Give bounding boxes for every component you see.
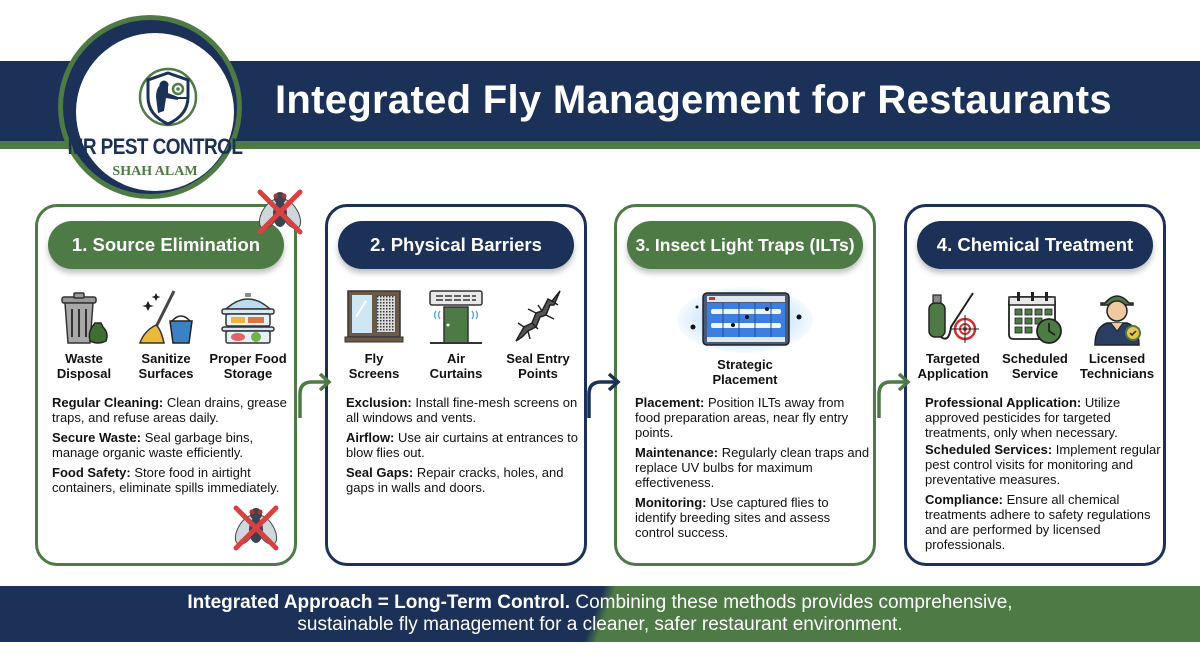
calendar-clock-icon	[1008, 292, 1062, 344]
technician-badge-icon	[1094, 295, 1141, 346]
point-secure-waste: Secure Waste: Seal garbage bins, manage …	[52, 430, 254, 460]
logo-company-name: MR PEST CONTROL	[67, 135, 243, 160]
page-title: Integrated Fly Management for Restaurant…	[275, 78, 1112, 122]
uv-light-trap-icon	[677, 287, 813, 353]
footer-headline: Integrated Approach = Long-Term Control.	[187, 592, 571, 613]
card-title-chemical-treatment: 4. Chemical Treatment	[917, 221, 1153, 269]
card-body-text: Placement: Position ILTs away from food …	[635, 395, 871, 545]
crossed-out-fly-icon	[233, 505, 279, 551]
mop-bucket-icon	[138, 290, 193, 344]
point-professional-application: Professional Application: Utilize approv…	[925, 395, 1121, 440]
point-monitoring: Monitoring: Use captured flies to identi…	[635, 495, 831, 540]
curved-arrow-right-icon	[298, 372, 332, 418]
point-regular-cleaning: Regular Cleaning: Clean drains, grease t…	[52, 395, 287, 425]
wall-crack-icon	[515, 290, 561, 342]
card-body-text: Exclusion: Install fine-mesh screens on …	[346, 395, 582, 500]
logo-ring: MR PEST CONTROL SHAH ALAM	[63, 20, 243, 194]
point-placement: Placement: Position ILTs away from food …	[635, 395, 849, 440]
curved-arrow-right-icon	[877, 372, 911, 418]
footer-message: Integrated Approach = Long-Term Control.…	[0, 592, 1200, 636]
food-container-icon	[221, 293, 275, 344]
curved-arrow-right-icon	[587, 372, 621, 418]
sprayer-target-icon	[928, 292, 979, 343]
shield-exterminator-gear-icon	[138, 67, 198, 127]
point-seal-gaps: Seal Gaps: Repair cracks, holes, and gap…	[346, 465, 564, 495]
footer-text-line1: Combining these methods provides compreh…	[570, 592, 1013, 613]
card-title-source-elimination: 1. Source Elimination	[48, 221, 284, 269]
footer-text-line2: sustainable fly management for a cleaner…	[297, 614, 903, 635]
trash-bin-icon	[61, 292, 108, 344]
point-maintenance: Maintenance: Regularly clean traps and r…	[635, 445, 870, 490]
company-logo: MR PEST CONTROL SHAH ALAM	[58, 15, 243, 199]
crossed-out-fly-icon	[257, 189, 303, 235]
card-body-text: Professional Application: Utilize approv…	[925, 395, 1165, 557]
logo-inner: MR PEST CONTROL SHAH ALAM	[68, 33, 243, 191]
card-body-text: Regular Cleaning: Clean drains, grease t…	[52, 395, 288, 500]
card-title-physical-barriers: 2. Physical Barriers	[338, 221, 574, 269]
point-airflow: Airflow: Use air curtains at entrances t…	[346, 430, 578, 460]
point-compliance: Compliance: Ensure all chemical treatmen…	[925, 492, 1151, 552]
logo-location: SHAH ALAM	[112, 164, 198, 179]
card-title-insect-light-traps: 3. Insect Light Traps (ILTs)	[627, 221, 863, 269]
header-accent-stripe	[0, 141, 1200, 149]
point-exclusion: Exclusion: Install fine-mesh screens on …	[346, 395, 578, 425]
card-insect-light-traps: 3. Insect Light Traps (ILTs)	[614, 204, 876, 566]
window-screen-icon	[344, 290, 404, 343]
point-food-safety: Food Safety: Store food in airtight cont…	[52, 465, 280, 495]
footer-banner	[0, 586, 1200, 642]
air-curtain-door-icon	[429, 290, 483, 344]
point-scheduled-services: Scheduled Services: Implement regular pe…	[925, 442, 1161, 487]
